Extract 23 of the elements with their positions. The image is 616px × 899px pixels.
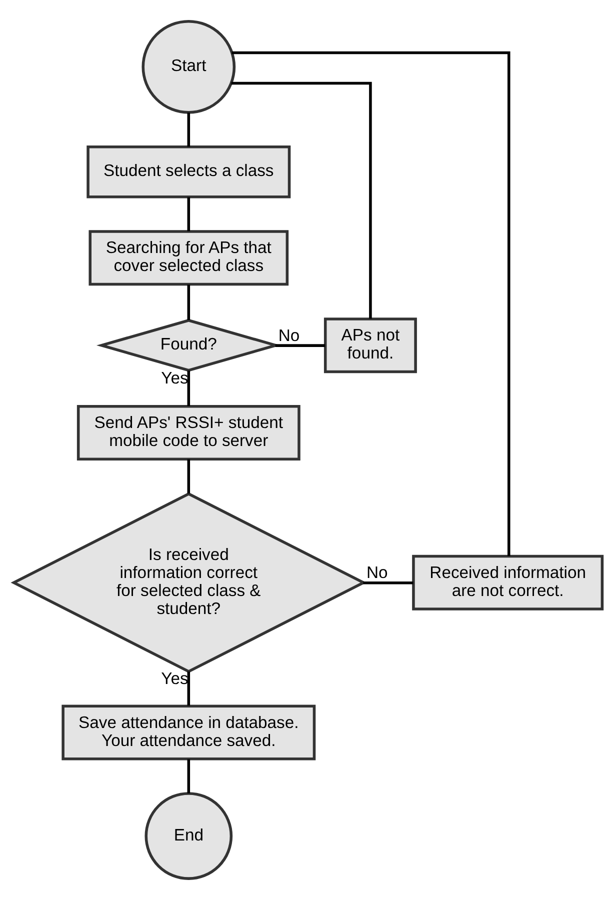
connector: [187, 284, 190, 320]
connector: [187, 758, 190, 793]
connector: [187, 671, 190, 706]
node-diamond: Is received information correct for selected class & student?: [10, 492, 367, 673]
node-box: Save attendance in database. Your attendance saved.: [62, 704, 316, 760]
node-circle: Start: [142, 19, 236, 114]
connector: [363, 580, 414, 584]
node-box: Received information are not correct.: [412, 554, 604, 610]
connector: [187, 458, 190, 493]
connector: [187, 370, 190, 406]
connector: [187, 112, 190, 146]
node-circle: End: [144, 792, 233, 880]
node-box: Student selects a class: [86, 145, 291, 198]
connector: [232, 50, 510, 556]
node-box: Searching for APs that cover selected class: [88, 230, 289, 286]
connector: [187, 196, 190, 231]
connector: [231, 81, 372, 318]
edge-label: No: [278, 325, 300, 344]
node-box: APs not found.: [324, 317, 417, 373]
edge-label: Yes: [161, 368, 188, 388]
node-box: Send APs' RSSI+ student mobile code to server: [76, 404, 300, 460]
connector: [275, 344, 326, 346]
edge-label: No: [366, 562, 388, 582]
